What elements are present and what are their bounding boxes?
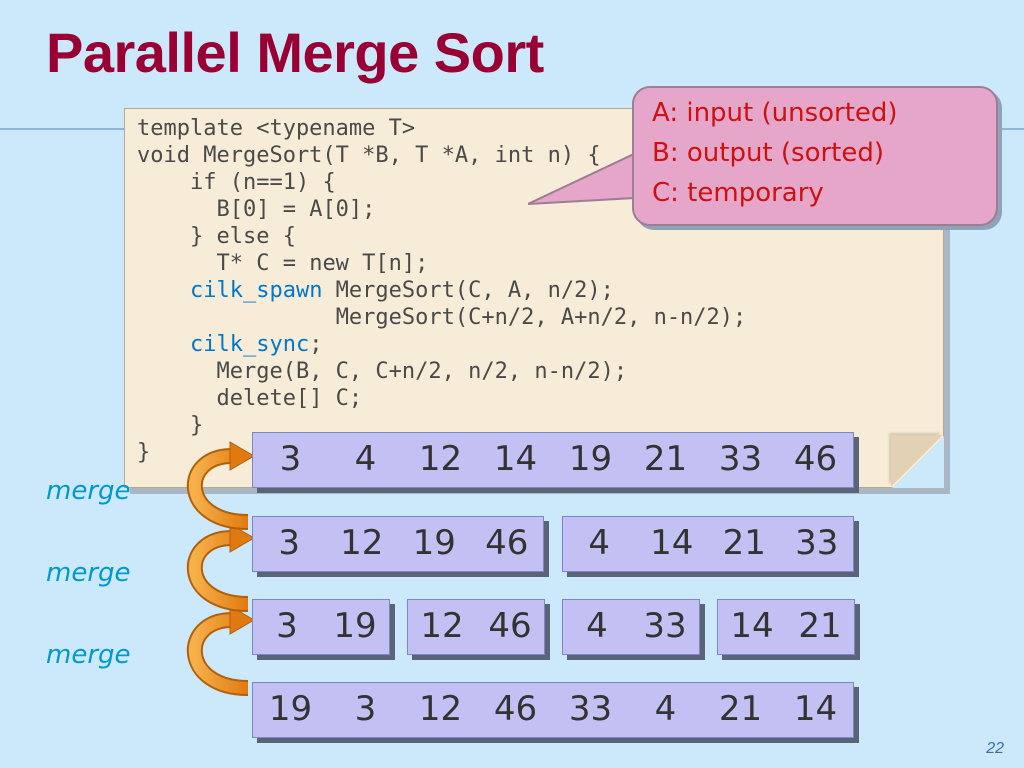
array-value: 14	[493, 439, 538, 479]
code-line: MergeSort(C+n/2, A+n/2, n-n/2);	[335, 305, 747, 330]
array-value: 12	[418, 439, 463, 479]
array-value: 19	[333, 606, 377, 646]
array-box: 12 46	[407, 599, 545, 655]
array-box: 3 19	[252, 599, 390, 655]
array-value: 19	[412, 523, 456, 563]
array-value: 46	[488, 606, 532, 646]
callout-line: B: output (sorted)	[652, 138, 885, 168]
array-value: 21	[643, 439, 688, 479]
array-value: 46	[493, 689, 538, 729]
slide-title: Parallel Merge Sort	[46, 21, 544, 84]
callout-line: A: input (unsorted)	[652, 98, 898, 128]
array-value: 46	[485, 523, 529, 563]
code-line: ;	[309, 332, 323, 357]
array-value: 33	[568, 689, 613, 729]
code-line: B[0] = A[0];	[163, 197, 376, 222]
code-line: MergeSort(C, A, n/2);	[322, 278, 614, 303]
merge-label: merge	[46, 558, 131, 588]
array-value: 3	[354, 689, 377, 729]
code-line: if (n==1) {	[163, 170, 336, 195]
merge-arrow-icon	[187, 605, 255, 696]
array-value: 46	[793, 439, 838, 479]
array-box: 14 21	[717, 599, 855, 655]
array-value: 14	[730, 606, 774, 646]
array-value: 33	[795, 523, 839, 563]
code-keyword: cilk_sync	[189, 332, 310, 357]
array-value: 21	[722, 523, 766, 563]
callout-tail	[528, 152, 635, 205]
array-value: 14	[650, 523, 694, 563]
array-value: 21	[718, 689, 763, 729]
code-line: } else {	[163, 224, 296, 249]
merge-label: merge	[46, 640, 131, 670]
code-line: T* C = new T[n];	[163, 251, 429, 276]
merge-label: merge	[46, 476, 131, 506]
code-line: template <typename T>	[137, 116, 416, 141]
code-line: delete[] C;	[163, 386, 363, 411]
array-box: 19 3 12 46 33 4 21 14	[252, 682, 854, 738]
array-value: 4	[588, 523, 611, 563]
merge-arrow-icon	[187, 523, 255, 612]
code-block: template <typename T> void MergeSort(T *…	[137, 115, 746, 466]
page-fold-flap	[891, 435, 943, 487]
array-value: 4	[354, 439, 377, 479]
callout-line: C: temporary	[652, 178, 824, 208]
array-value: 19	[268, 689, 313, 729]
array-box: 4 14 21 33	[562, 516, 854, 572]
array-value: 4	[654, 689, 677, 729]
callout-bubble: A: input (unsorted) B: output (sorted) C…	[632, 86, 998, 226]
array-value: 3	[279, 439, 302, 479]
array-box: 3 12 19 46	[252, 516, 544, 572]
array-value: 4	[586, 606, 608, 646]
array-value: 12	[340, 523, 384, 563]
merge-arrows	[187, 441, 255, 696]
array-box: 4 33	[562, 599, 700, 655]
array-value: 3	[278, 523, 301, 563]
code-line: Merge(B, C, C+n/2, n/2, n-n/2);	[163, 359, 628, 384]
code-line: void MergeSort(T *B, T *A, int n) {	[137, 143, 601, 168]
array-value: 19	[568, 439, 613, 479]
code-line: }	[137, 440, 151, 465]
array-value: 33	[718, 439, 763, 479]
array-value: 14	[793, 689, 838, 729]
slide-number: 22	[986, 740, 1004, 757]
array-value: 3	[276, 606, 298, 646]
array-value: 21	[798, 606, 842, 646]
merge-arrow-icon	[187, 441, 255, 530]
array-value: 12	[418, 689, 463, 729]
code-keyword: cilk_spawn	[189, 278, 323, 303]
array-box: 3 4 12 14 19 21 33 46	[252, 432, 854, 488]
code-line: }	[163, 413, 204, 438]
array-value: 12	[420, 606, 464, 646]
array-value: 33	[643, 606, 687, 646]
